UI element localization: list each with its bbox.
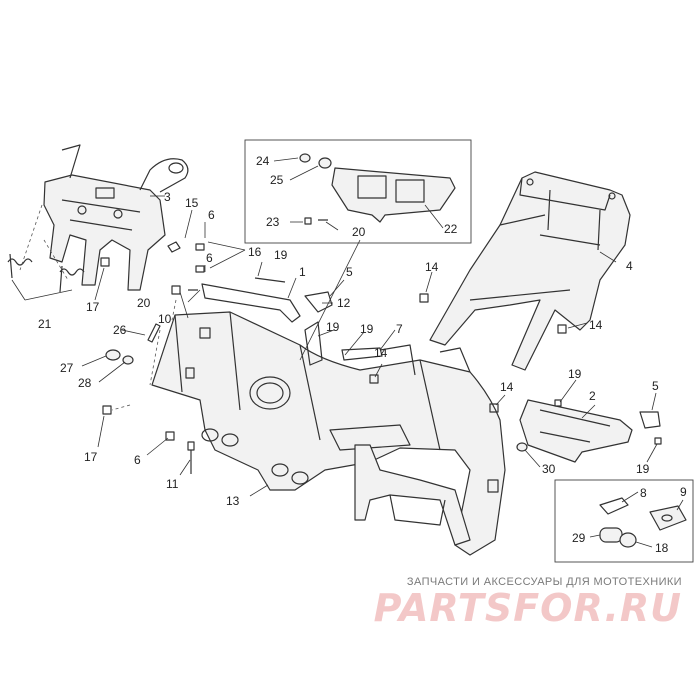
callout-25: 25: [270, 173, 284, 187]
callout-14-c: 14: [374, 346, 388, 360]
callout-13: 13: [226, 494, 240, 508]
callout-21: 21: [38, 317, 52, 331]
callout-labels: 1 2 3 4 5 5 6 6 6 7 8 9 10 11 12 13 14 1…: [38, 154, 687, 555]
callout-19-c: 19: [360, 322, 374, 336]
bracket-2: [516, 399, 662, 463]
callout-6-a: 6: [208, 208, 215, 222]
inset-box-fittings: [554, 479, 694, 563]
callout-11: 11: [166, 477, 179, 491]
callout-5-top: 5: [346, 265, 353, 279]
callout-7: 7: [396, 322, 403, 336]
callout-18: 18: [655, 541, 669, 555]
callout-20-b: 20: [137, 296, 151, 310]
callout-12: 12: [337, 296, 351, 310]
callout-17-a: 17: [86, 300, 100, 314]
callout-6-c: 6: [134, 453, 141, 467]
callout-16: 16: [248, 245, 262, 259]
front-subframe: [43, 144, 189, 291]
callout-19-b: 19: [326, 320, 340, 334]
leader-lines: [11, 157, 684, 548]
callout-28: 28: [78, 376, 92, 390]
watermark-logo: PARTSFOR.RU: [373, 586, 682, 630]
callout-5-right: 5: [652, 379, 659, 393]
callout-2: 2: [589, 389, 596, 403]
callout-14-b: 14: [589, 318, 603, 332]
callout-27: 27: [60, 361, 74, 375]
callout-29: 29: [572, 531, 586, 545]
callout-30: 30: [542, 462, 556, 476]
callout-14-a: 14: [425, 260, 439, 274]
watermark: ЗАПЧАСТИ И АКСЕССУАРЫ ДЛЯ МОТОТЕХНИКИ PA…: [342, 576, 682, 628]
fittings: [599, 497, 687, 548]
callout-6-b: 6: [206, 251, 213, 265]
springs: [7, 253, 85, 293]
bracket-22: [299, 153, 456, 225]
callout-26: 26: [113, 323, 127, 337]
callout-8: 8: [640, 486, 647, 500]
callout-15: 15: [185, 196, 199, 210]
brackets-mid: [201, 277, 567, 413]
callout-22: 22: [444, 222, 458, 236]
watermark-tagline: ЗАПЧАСТИ И АКСЕССУАРЫ ДЛЯ МОТОТЕХНИКИ: [406, 576, 682, 588]
callout-19-d: 19: [568, 367, 582, 381]
callout-24: 24: [256, 154, 270, 168]
hardware-left: [100, 241, 205, 474]
rear-subframe: [429, 171, 631, 371]
inset-box-bracket: [244, 139, 472, 244]
callout-17-b: 17: [84, 450, 98, 464]
callout-20-a: 20: [352, 225, 366, 239]
callout-1: 1: [299, 265, 306, 279]
callout-4: 4: [626, 259, 633, 273]
callout-19-a: 19: [274, 248, 288, 262]
callout-19-e: 19: [636, 462, 650, 476]
callout-10: 10: [158, 312, 172, 326]
callout-14-d: 14: [500, 380, 514, 394]
main-frame: [151, 311, 506, 556]
callout-3: 3: [164, 190, 171, 204]
callout-9: 9: [680, 485, 687, 499]
callout-23: 23: [266, 215, 280, 229]
